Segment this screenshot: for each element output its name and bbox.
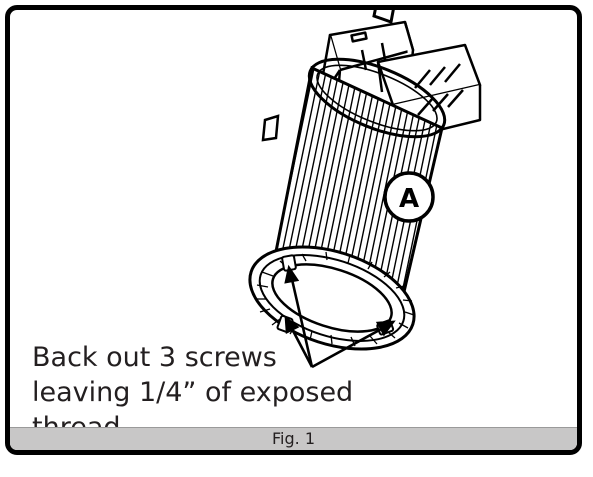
- hanger-hook: [372, 10, 395, 24]
- light-fixture-illustration: A: [248, 10, 482, 369]
- figure-caption: Fig. 1: [10, 427, 577, 450]
- figure-frame: A Back out 3 screws leaving 1/4” of expo…: [5, 5, 582, 455]
- instruction-text: Back out 3 screws leaving 1/4” of expose…: [32, 340, 372, 445]
- callout-label: A: [399, 184, 419, 214]
- mounting-bracket: [320, 20, 415, 106]
- instruction-line-1: Back out 3 screws: [32, 342, 277, 373]
- callout-badge: A: [383, 171, 435, 223]
- side-tab: [261, 114, 280, 142]
- instruction-line-2: leaving 1/4” of exposed: [32, 377, 354, 408]
- callout-arrows: [284, 264, 396, 369]
